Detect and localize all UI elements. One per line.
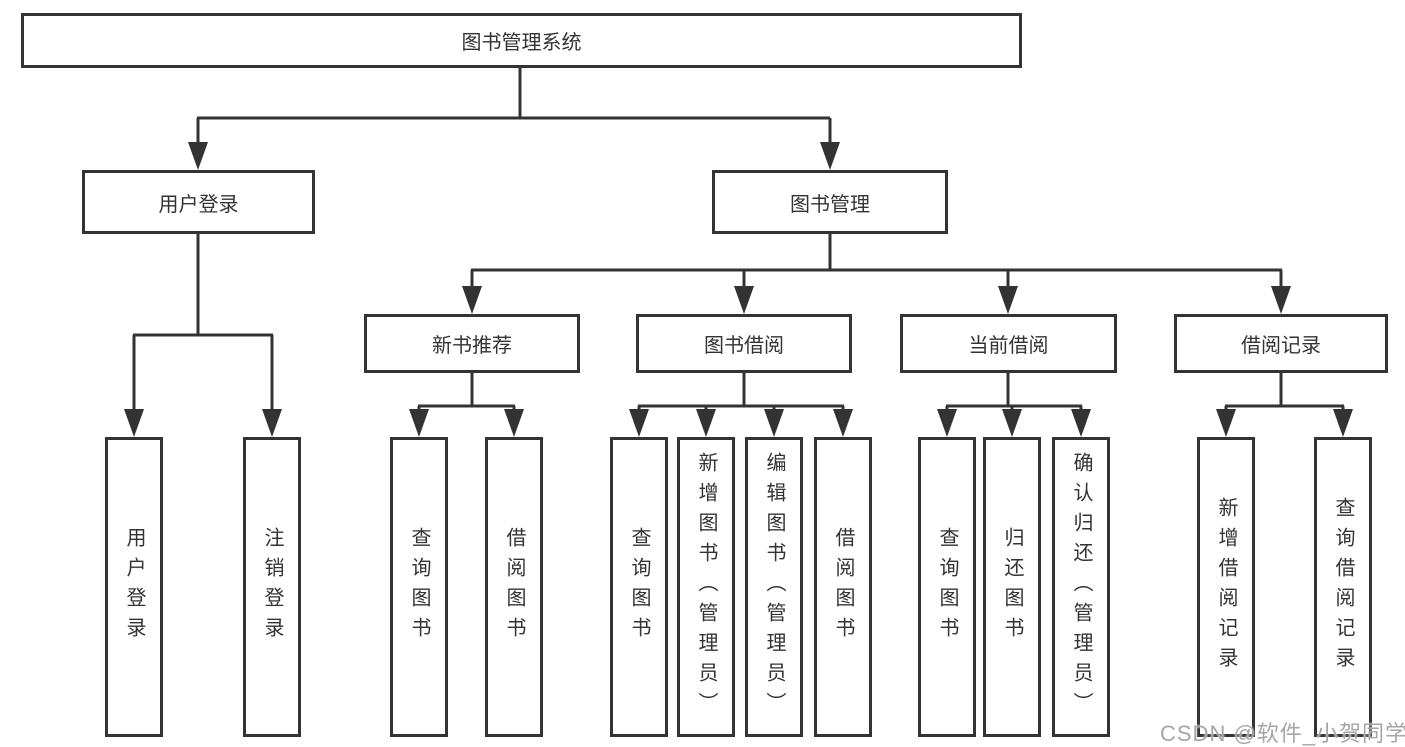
leaf-query-borrow-record: 查询借阅记录 — [1314, 437, 1372, 737]
leaf-add-borrow-record: 新增借阅记录 — [1197, 437, 1255, 737]
node-book-management: 图书管理 — [712, 170, 948, 234]
leaf-query-books-recommend-label: 查询图书 — [408, 527, 430, 647]
node-user-login: 用户登录 — [82, 170, 315, 234]
leaf-query-books-current-label: 查询图书 — [936, 527, 958, 647]
leaf-borrow-books-borrowing: 借阅图书 — [814, 437, 872, 737]
leaf-borrow-books-recommend: 借阅图书 — [485, 437, 543, 737]
node-library-system-label: 图书管理系统 — [461, 32, 582, 54]
node-borrowing-records: 借阅记录 — [1174, 314, 1388, 373]
leaf-add-books-admin: 新增图书（管理员） — [677, 437, 735, 737]
node-current-borrowing-label: 当前借阅 — [968, 335, 1049, 357]
node-user-login-label: 用户登录 — [158, 193, 239, 216]
leaf-user-login-label: 用户登录 — [123, 527, 145, 647]
leaf-confirm-return-admin: 确认归还（管理员） — [1052, 437, 1110, 737]
leaf-edit-books-admin: 编辑图书（管理员） — [745, 437, 803, 737]
leaf-user-login: 用户登录 — [105, 437, 163, 737]
node-borrowing-records-label: 借阅记录 — [1241, 335, 1321, 357]
leaf-query-borrow-record-label: 查询借阅记录 — [1332, 497, 1354, 677]
leaf-logout: 注销登录 — [243, 437, 301, 737]
leaf-add-books-admin-label: 新增图书（管理员） — [695, 452, 717, 722]
csdn-watermark: CSDN @软件_小贺同学 — [1160, 721, 1405, 746]
node-library-system: 图书管理系统 — [21, 13, 1022, 68]
node-book-management-label: 图书管理 — [790, 193, 870, 216]
leaf-query-books-borrowing-label: 查询图书 — [628, 527, 650, 647]
leaf-borrow-books-recommend-label: 借阅图书 — [503, 527, 525, 647]
node-book-borrowing: 图书借阅 — [636, 314, 852, 373]
leaf-return-books: 归还图书 — [983, 437, 1041, 737]
leaf-add-borrow-record-label: 新增借阅记录 — [1215, 497, 1237, 677]
leaf-query-books-current: 查询图书 — [918, 437, 976, 737]
leaf-query-books-recommend: 查询图书 — [390, 437, 448, 737]
leaf-query-books-borrowing: 查询图书 — [610, 437, 668, 737]
node-book-borrowing-label: 图书借阅 — [704, 335, 784, 357]
leaf-logout-label: 注销登录 — [261, 527, 283, 647]
leaf-confirm-return-admin-label: 确认归还（管理员） — [1070, 452, 1092, 722]
node-new-book-recommend: 新书推荐 — [364, 314, 580, 373]
leaf-edit-books-admin-label: 编辑图书（管理员） — [763, 452, 785, 722]
node-new-book-recommend-label: 新书推荐 — [432, 335, 512, 357]
leaf-return-books-label: 归还图书 — [1001, 527, 1023, 647]
leaf-borrow-books-borrowing-label: 借阅图书 — [832, 527, 854, 647]
arrowheads — [124, 142, 1353, 437]
node-current-borrowing: 当前借阅 — [900, 314, 1117, 373]
